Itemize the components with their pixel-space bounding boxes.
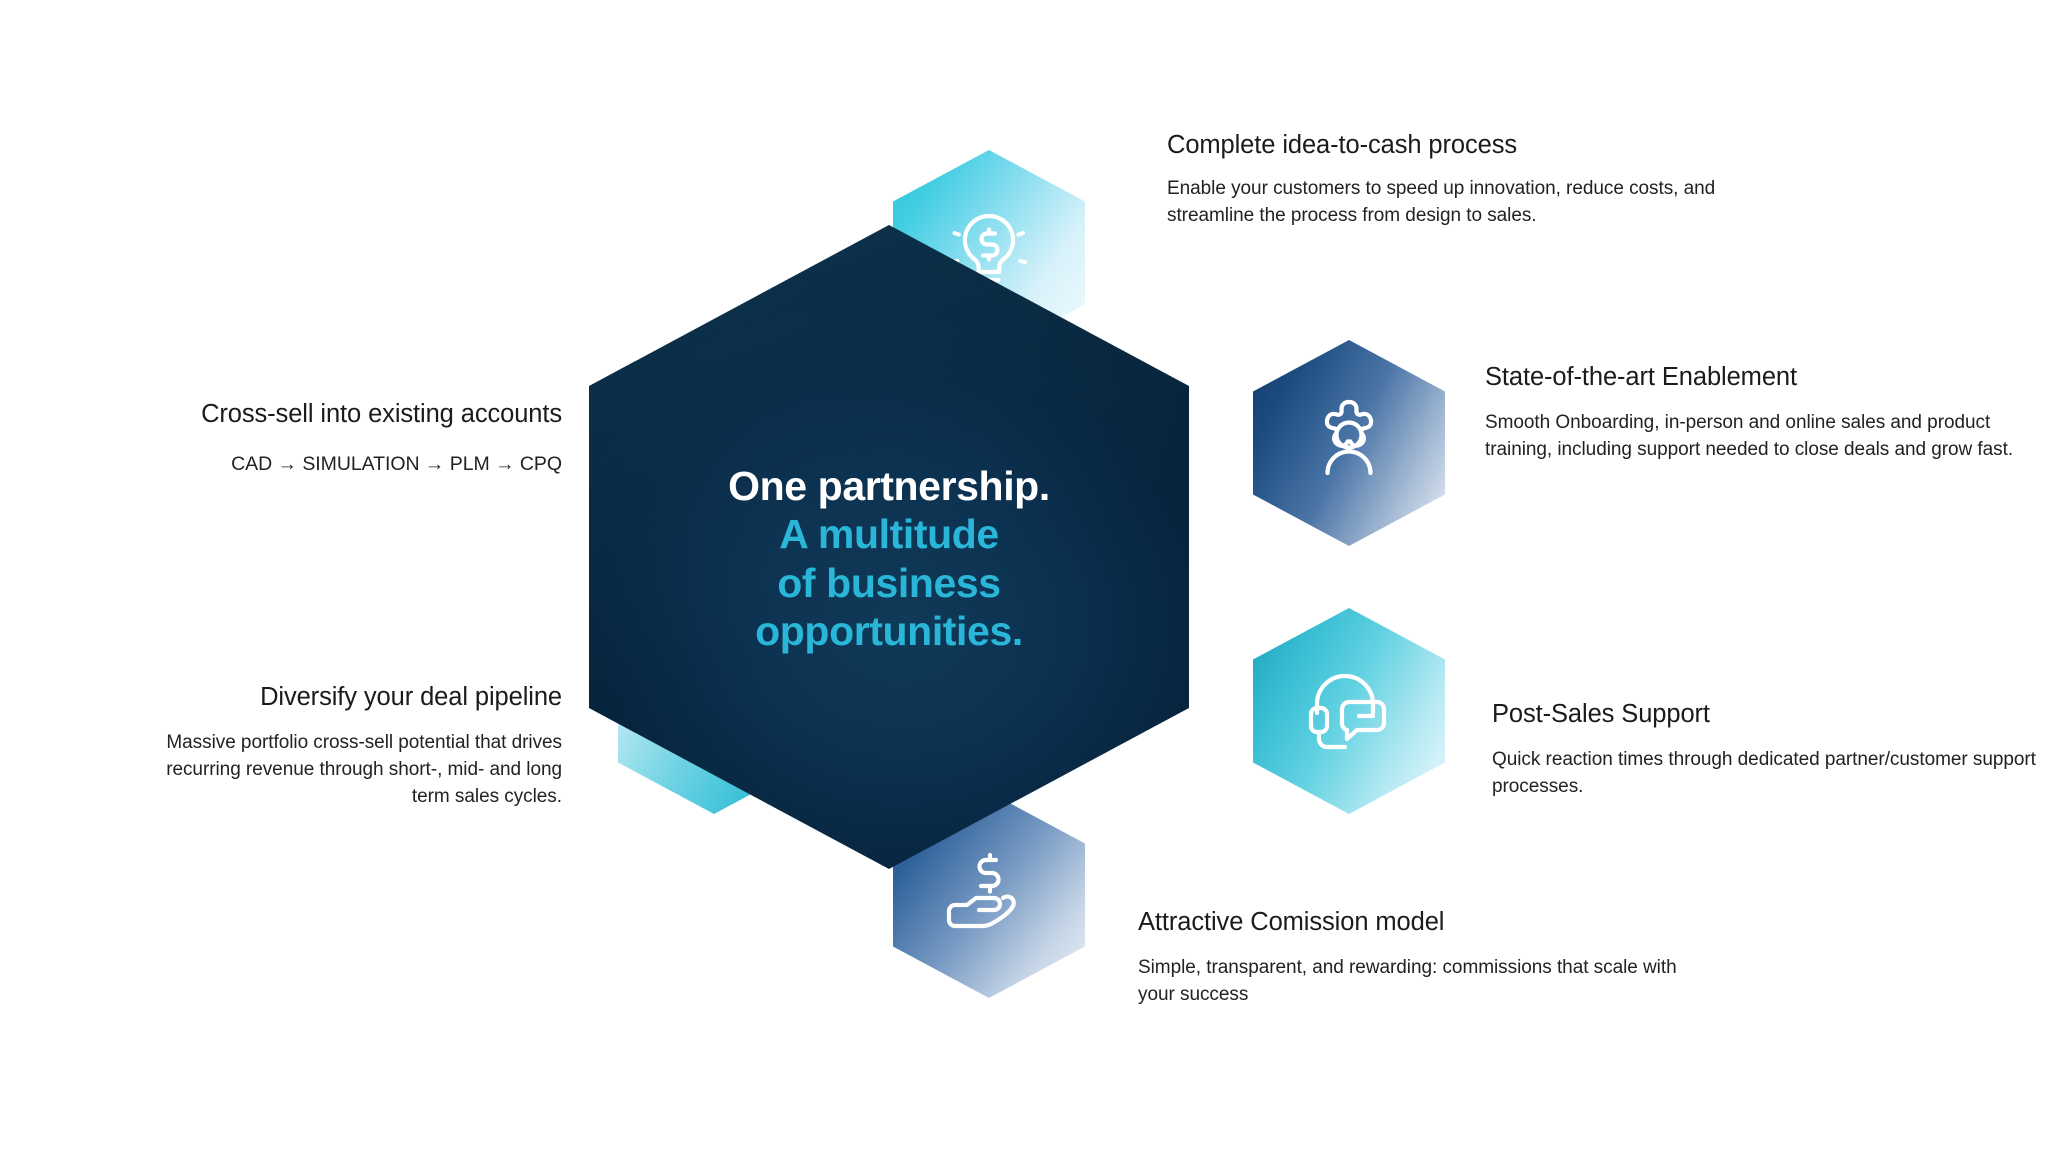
node-title: State-of-the-art Enablement (1485, 363, 1797, 391)
node-title: Post-Sales Support (1492, 700, 1710, 728)
hexagon-post-sales-support[interactable] (1253, 608, 1445, 814)
node-title: Attractive Comission model (1138, 908, 1445, 936)
node-text-post-sales-support: Post-Sales Support Quick reaction times … (1492, 700, 2048, 801)
headline-line-3: of business (777, 559, 1001, 606)
node-text-state-of-the-art-enablement: State-of-the-art Enablement Smooth Onboa… (1485, 363, 2045, 464)
node-body: Simple, transparent, and rewarding: comm… (1138, 957, 1677, 1005)
headline-line-4: opportunities. (755, 608, 1023, 655)
node-body: Enable your customers to speed up innova… (1167, 178, 1716, 226)
node-body: Smooth Onboarding, in-person and online … (1485, 412, 2014, 460)
node-title: Cross-sell into existing accounts (201, 400, 562, 428)
node-body: CAD → SIMULATION → PLM → CPQ (231, 453, 562, 475)
gear-person-icon (1253, 340, 1445, 546)
node-text-complete-idea-to-cash: Complete idea-to-cash process Enable you… (1167, 131, 1727, 230)
headline-line-2: A multitude (779, 511, 999, 558)
node-text-diversify-your-deal-pipeline: Diversify your deal pipeline Massive por… (150, 683, 562, 811)
hand-dollar-icon (893, 792, 1085, 998)
node-text-cross-sell-into-existing-accounts: Cross-sell into existing accounts CAD → … (150, 400, 562, 479)
node-body: Quick reaction times through dedicated p… (1492, 749, 2036, 797)
node-title: Diversify your deal pipeline (260, 683, 562, 711)
headline-line-1: One partnership. (728, 463, 1050, 509)
node-text-attractive-commission-model: Attractive Comission model Simple, trans… (1138, 908, 1698, 1009)
node-body: Massive portfolio cross-sell potential t… (166, 732, 562, 807)
central-headline: One partnership. A multitude of business… (589, 462, 1189, 656)
hexagon-enablement[interactable] (1253, 340, 1445, 546)
node-title: Complete idea-to-cash process (1167, 131, 1518, 159)
headset-chat-icon (1253, 608, 1445, 814)
